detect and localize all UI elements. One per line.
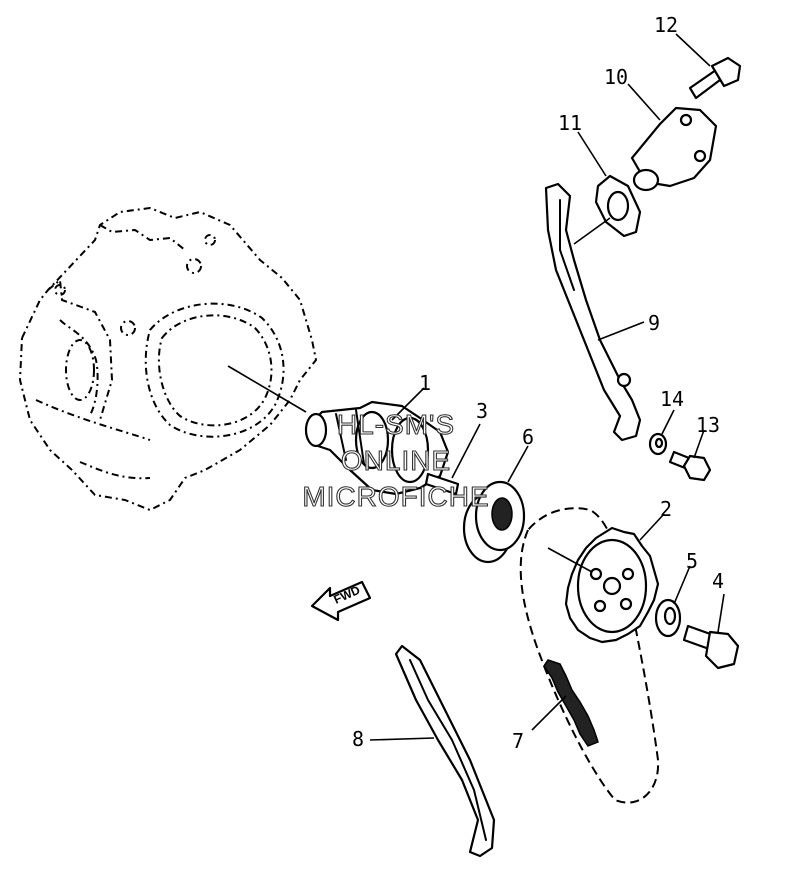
cam-sprocket [564,526,660,644]
callout-8: 8 [352,727,364,751]
callout-14: 14 [660,387,684,411]
callout-5: 5 [686,549,698,573]
callout-2: 2 [660,497,672,521]
watermark-line-2: ONLINE [341,445,451,476]
forward-direction-arrow: FWD [310,580,372,622]
callout-11: 11 [558,111,582,135]
leader-lines [227,33,725,741]
callout-3: 3 [476,399,488,423]
chain-guide [394,644,496,858]
chain-tensioner [630,106,718,192]
camshaft [304,400,450,496]
guide-bolt [668,450,712,482]
sprocket-bolt [682,624,740,670]
tensioner-guide [544,182,642,442]
callout-1: 1 [419,371,431,395]
sprocket-boss [462,480,526,564]
callout-9: 9 [648,311,660,335]
callout-6: 6 [522,425,534,449]
watermark: HL-SM'S ONLINE MICROFICHE [302,408,489,512]
dowel-pin [424,472,460,496]
callout-13: 13 [696,413,720,437]
washer [654,598,682,638]
callout-4: 4 [712,569,724,593]
cylinder-head [19,207,317,511]
tensioner-gasket [594,174,642,238]
watermark-line-1: HL-SM'S [337,409,455,440]
callout-12: 12 [654,13,678,37]
cam-chain [519,507,660,804]
callout-7: 7 [512,729,524,753]
callout-numbers: 1 2 3 4 5 6 7 8 9 10 11 12 13 14 [352,13,724,753]
watermark-line-3: MICROFICHE [302,481,489,512]
tensioner-bolt [688,56,742,100]
callout-10: 10 [604,65,628,89]
washer-small [648,432,668,456]
